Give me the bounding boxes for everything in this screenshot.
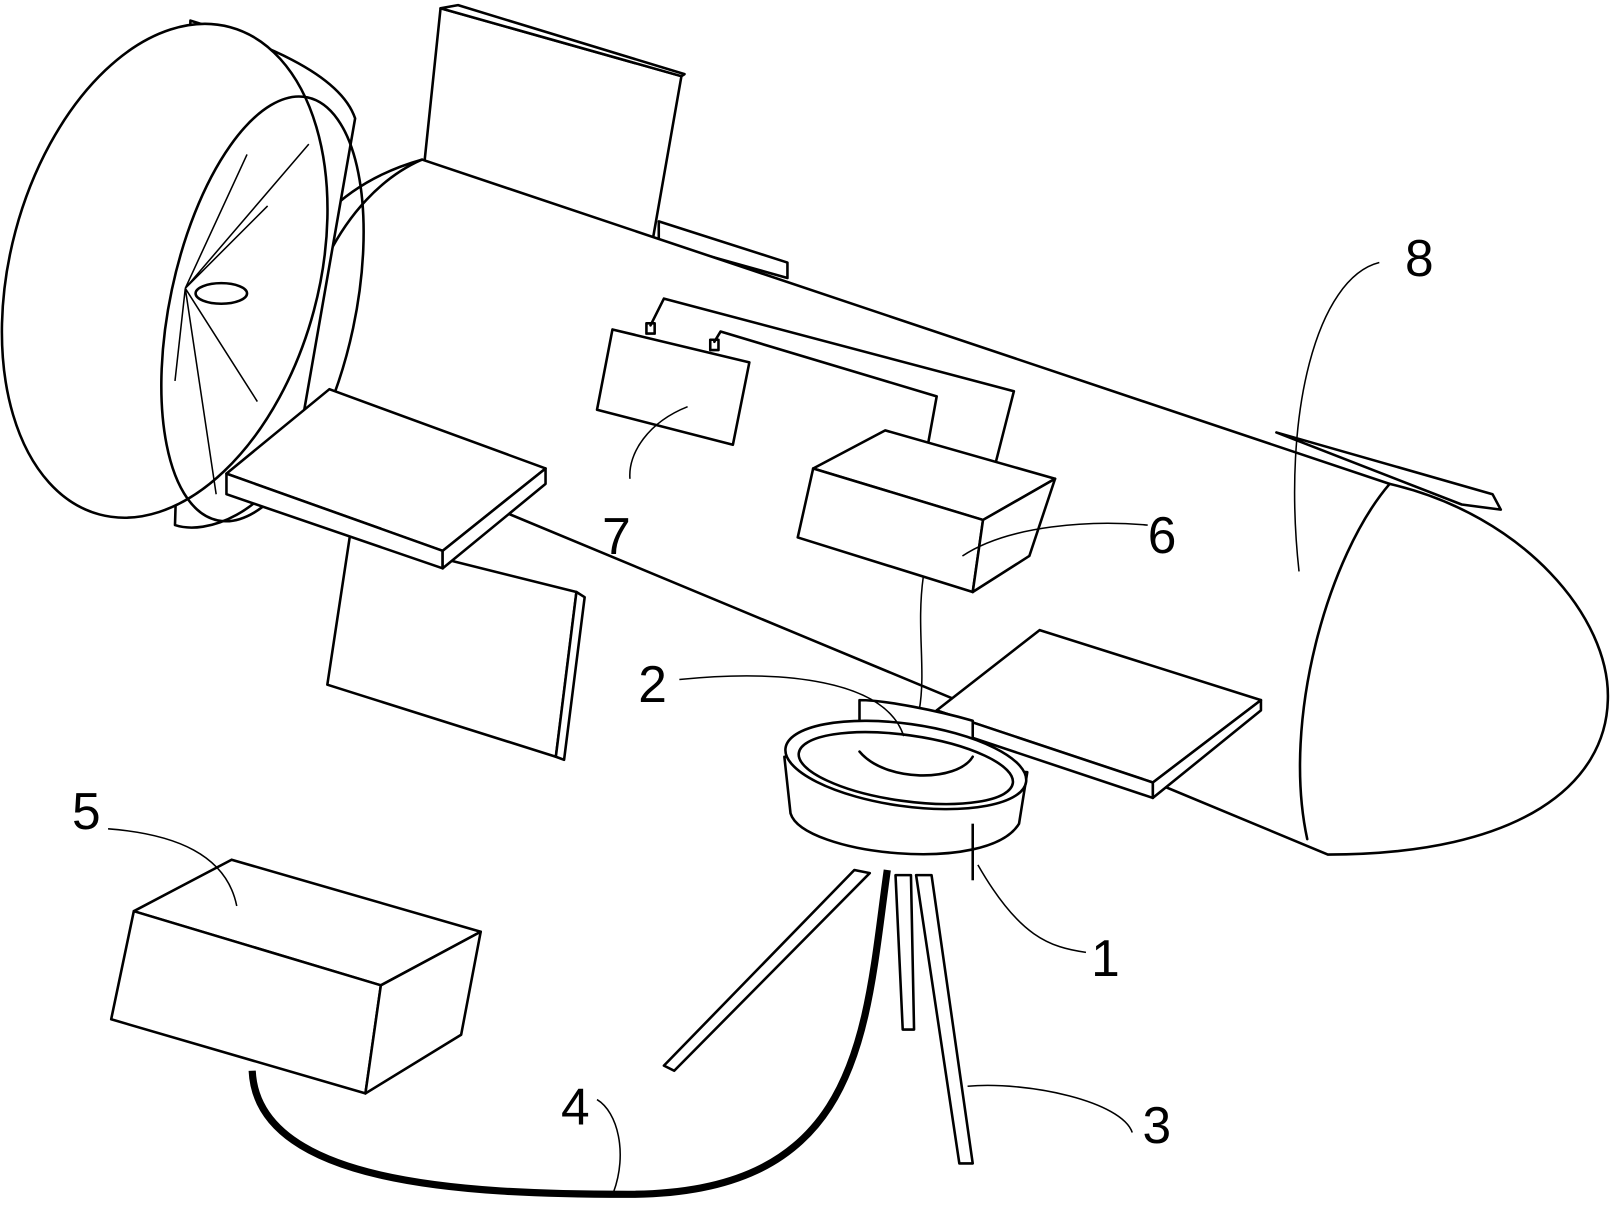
cable — [248, 869, 891, 1198]
control-box — [796, 429, 1057, 594]
label-8: 8 — [1405, 229, 1434, 287]
tripod — [662, 868, 975, 1165]
label-5: 5 — [72, 782, 101, 840]
lower-fin — [326, 534, 586, 762]
label-2: 2 — [638, 655, 667, 713]
leader-lines — [108, 261, 1380, 1193]
label-4: 4 — [561, 1077, 590, 1135]
signal-line — [918, 576, 925, 711]
label-1: 1 — [1091, 929, 1120, 987]
battery-box — [595, 322, 751, 447]
label-6: 6 — [1148, 506, 1177, 564]
label-3: 3 — [1143, 1096, 1172, 1154]
propeller-duct — [0, 19, 365, 529]
ground-box — [109, 858, 482, 1095]
rear-horizontal-fin — [935, 628, 1263, 800]
ring — [783, 719, 1029, 881]
wires — [649, 297, 1016, 494]
front-horizontal-fin — [225, 387, 547, 570]
label-7: 7 — [602, 507, 631, 565]
